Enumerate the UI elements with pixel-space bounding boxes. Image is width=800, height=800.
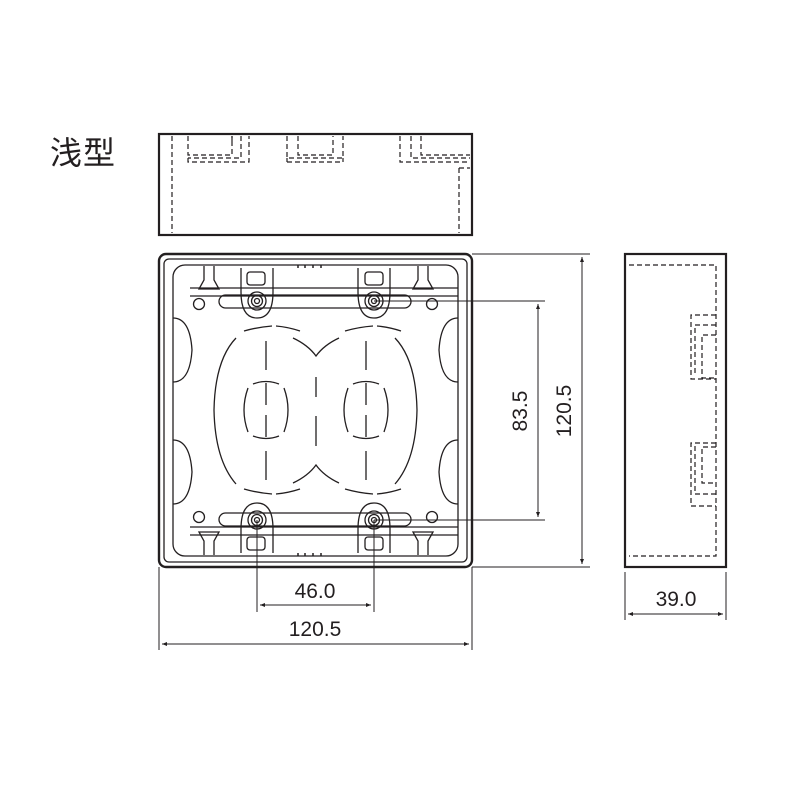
dim-height: 120.5	[553, 385, 576, 438]
top-view	[157, 132, 474, 237]
knockout-right	[343, 325, 418, 495]
mounting-ear-top-left	[240, 268, 274, 319]
dim-83-5: 83.5	[509, 391, 532, 432]
side-view	[623, 252, 728, 569]
mounting-ear-top-right	[357, 268, 391, 319]
mounting-ear-bottom-left	[240, 502, 274, 553]
drawing-title: 浅型	[50, 134, 117, 172]
dim-depth: 39.0	[656, 588, 697, 611]
dim-46: 46.0	[295, 580, 336, 603]
dim-width: 120.5	[289, 618, 342, 641]
front-view	[157, 252, 474, 569]
knockout-left	[213, 325, 301, 495]
dimension-lines	[158, 253, 727, 650]
